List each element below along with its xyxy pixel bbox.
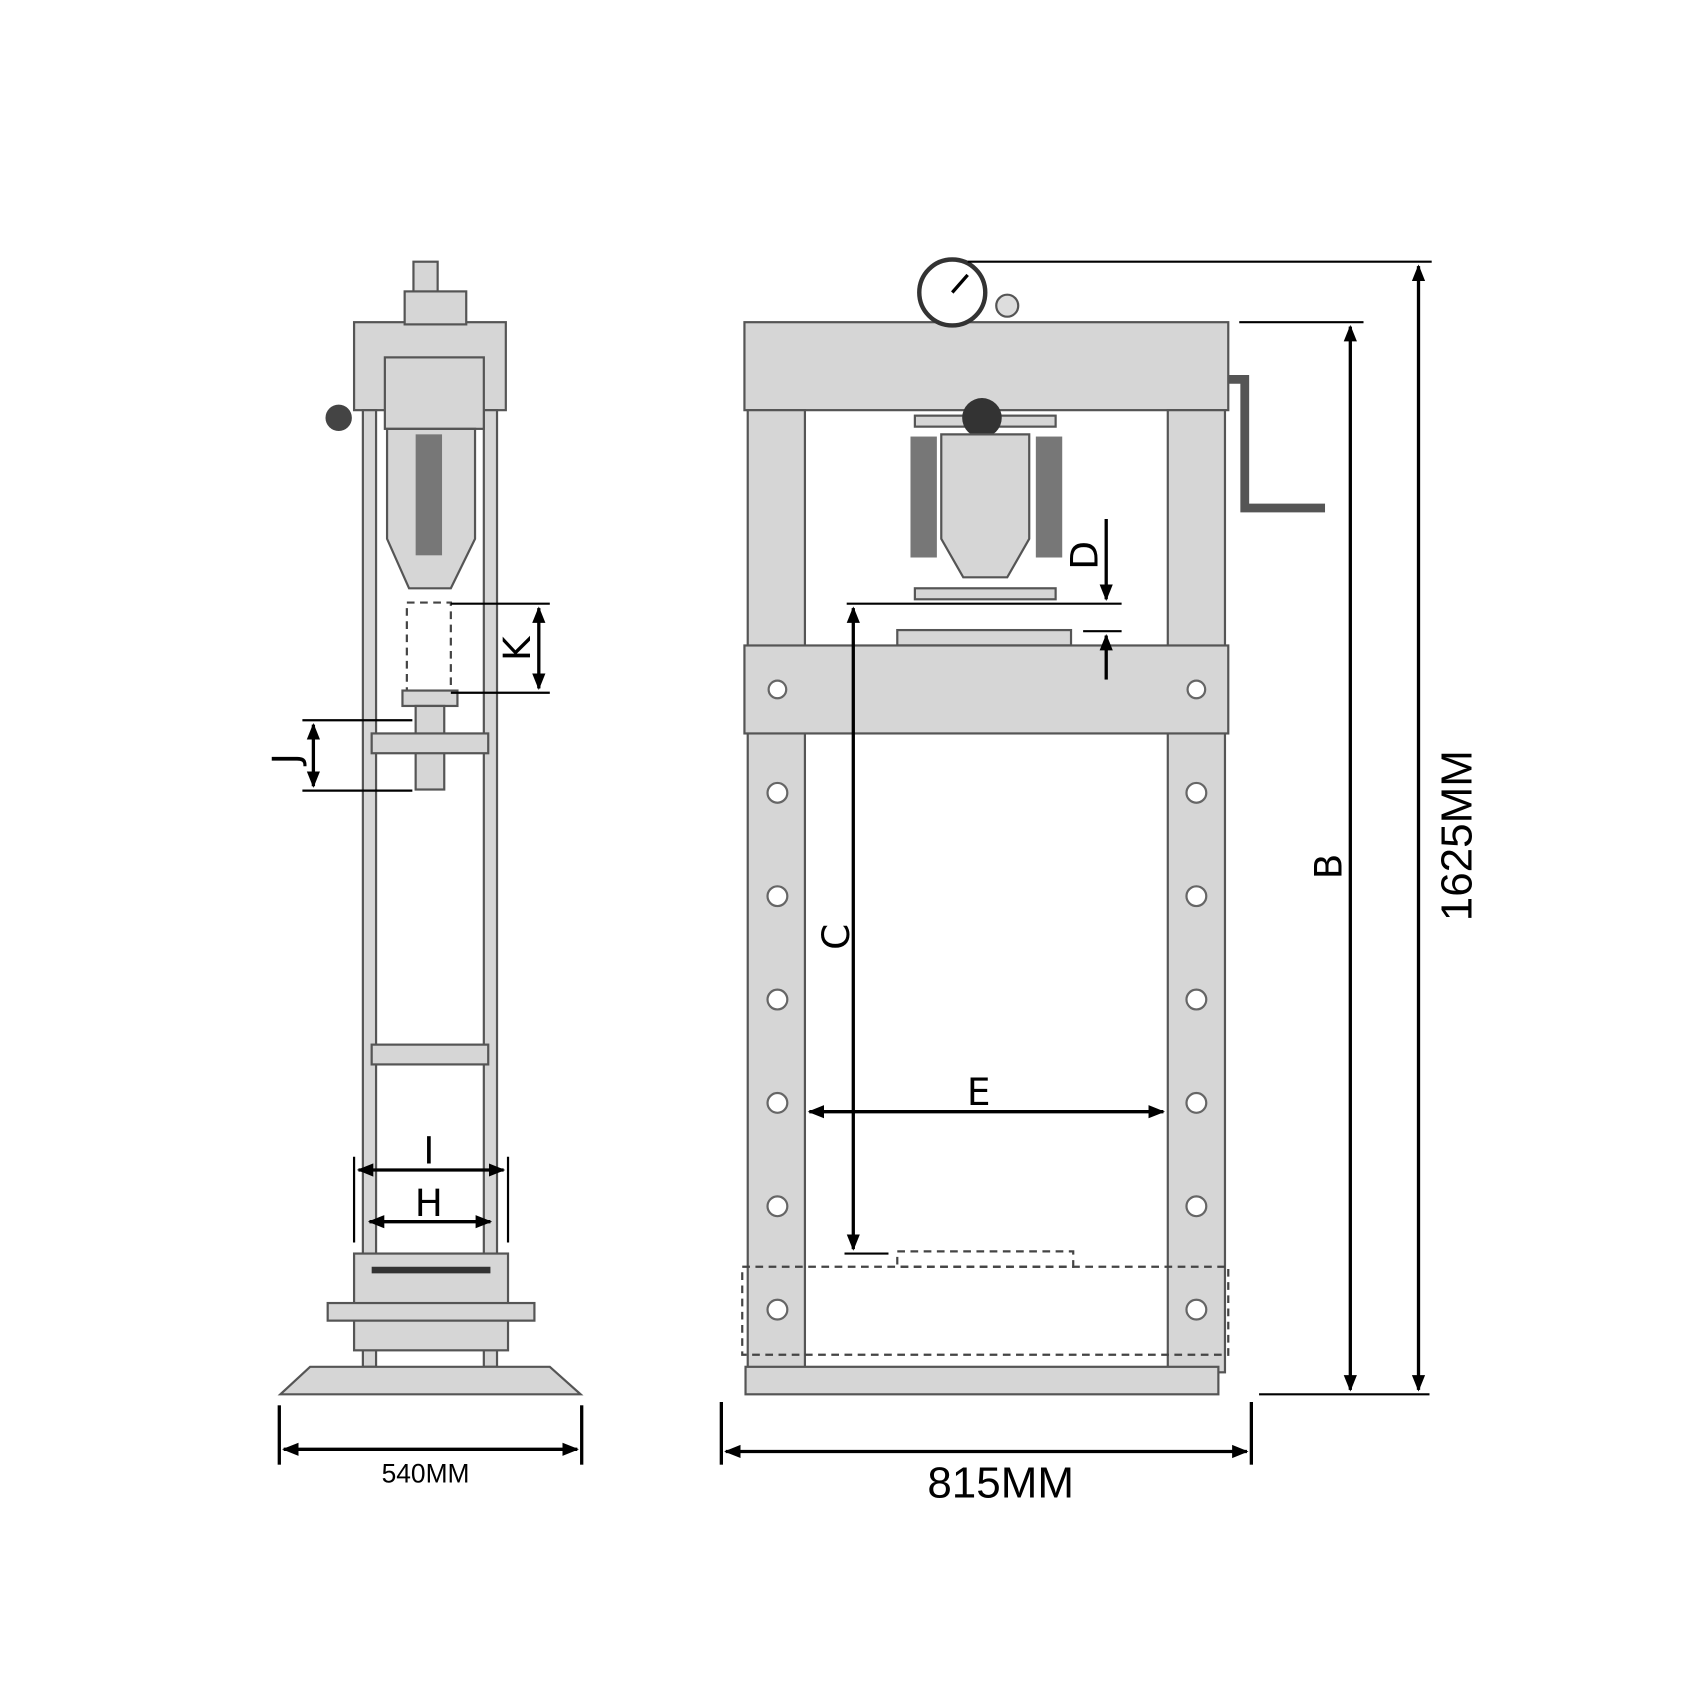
label-c: C [814,924,858,950]
side-ram-tip [401,689,459,708]
adjustment-holes [766,781,1208,1321]
lowest-bolster-position [741,1265,1230,1356]
side-knob-icon [325,404,352,432]
pressure-gauge-icon [917,257,1020,328]
height-label: 1625MM [1432,750,1481,921]
hydraulic-cylinder [940,433,1031,579]
side-valve-cap [412,260,439,296]
front-view: D C E B 1625MM 815MM [719,257,1481,1508]
side-ram-stroke [405,601,452,692]
label-i: I [423,1128,434,1172]
base-plate [744,1365,1220,1396]
label-e: E [967,1070,991,1114]
return-spring-left [910,436,937,558]
pin-hole [767,679,788,700]
release-knob-icon [962,398,1002,438]
top-beam [743,321,1230,412]
side-crossbar [370,1043,490,1066]
ram-plate [913,587,1057,601]
side-view: K J I H 540MM [264,260,584,1488]
label-j: J [264,753,308,766]
side-valve-body [403,290,468,326]
press-plates [896,628,1073,647]
front-width-label: 815MM [927,1459,1074,1508]
label-d: D [1062,541,1106,570]
pump-handle-icon [1228,374,1326,513]
side-bolster [370,732,490,755]
side-bed-rail [371,1266,491,1274]
side-pump-head [383,356,485,430]
return-spring-right [1035,436,1063,558]
bolster-beam [743,644,1230,735]
pin-hole [1186,679,1207,700]
side-bed-pin [326,1301,536,1322]
label-k: K [495,635,539,661]
side-spring [415,434,443,556]
side-foot [277,1365,584,1396]
label-b: B [1307,854,1351,880]
label-h: H [415,1181,443,1225]
lowest-plates-position [896,1250,1075,1268]
side-width-label: 540MM [382,1458,470,1488]
